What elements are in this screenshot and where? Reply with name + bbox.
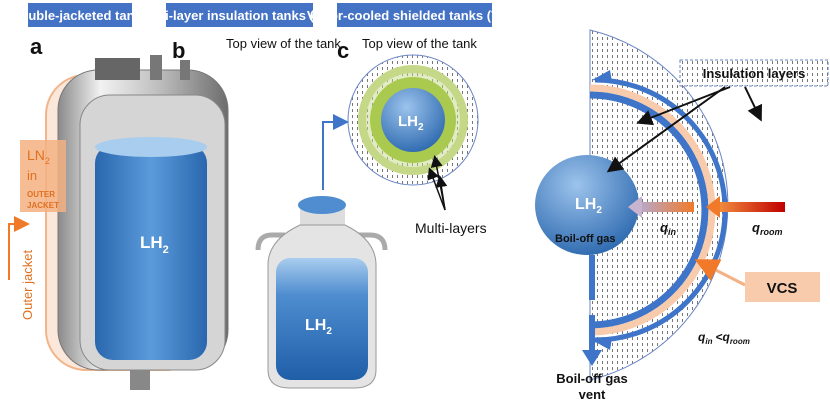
vcs-top-view: LH2 Boil-off gas: [535, 29, 785, 381]
top-view-label-c: Top view of the tank: [362, 36, 477, 51]
ln2-in-text: in: [27, 168, 37, 183]
vent-label-line1: Boil-off gas: [556, 371, 628, 386]
top-view-arrow: [322, 114, 349, 190]
q-room-label: qroom: [752, 220, 782, 237]
vent-label-line2: vent: [579, 387, 606, 402]
mli-top-view: LH2: [347, 54, 479, 186]
vcs-label: VCS: [694, 259, 820, 302]
ln2-outer-jacket-label: LN2 in OUTER JACKET: [20, 140, 66, 212]
insulation-layers-label: Insulation layers: [606, 59, 829, 173]
q-room-arrow: [720, 202, 785, 212]
multi-layers-label: Multi-layers: [415, 155, 487, 236]
lh2-label-b-top: LH2: [398, 113, 424, 133]
outer-jacket-text: Outer jacket: [20, 250, 35, 320]
panel-letter-c: c: [337, 38, 349, 63]
double-jacketed-tank: LH2: [45, 55, 229, 390]
header-text: Double-jacketed tanks: [11, 8, 149, 23]
header-text: Multi-layer insulation tanks (MLI): [138, 8, 340, 23]
lh2-label-b-can: LH2: [305, 317, 332, 337]
outer-jacket-label: Outer jacket: [8, 216, 35, 320]
insulation-layers-text: Insulation layers: [703, 66, 806, 81]
ln2-outer-text: OUTER: [27, 190, 55, 199]
lh2-label-a: LH2: [140, 233, 169, 256]
panel-letter-b: b: [172, 38, 185, 63]
header-mli: Multi-layer insulation tanks (MLI): [138, 3, 341, 27]
q-in-label: qin: [660, 220, 676, 237]
q-comparison-label: qin<qroom: [698, 330, 750, 346]
panel-letter-a: a: [30, 34, 43, 59]
boil-off-gas-label: Boil-off gas: [555, 233, 616, 245]
vcs-text: VCS: [767, 280, 798, 297]
ln2-jacket-text: JACKET: [27, 201, 59, 210]
ln2-text: LN2: [27, 147, 50, 166]
q-in-arrow: [642, 202, 694, 212]
multi-layers-text: Multi-layers: [415, 220, 487, 236]
lh2-label-c: LH2: [575, 196, 602, 216]
mli-can: LH2: [255, 196, 388, 389]
header-text: Vapor-cooled shielded tanks (VCS): [307, 8, 522, 23]
header-double-jacketed: Double-jacketed tanks: [11, 3, 149, 27]
header-vcs: Vapor-cooled shielded tanks (VCS): [307, 3, 522, 27]
top-view-label-b: Top view of the tank: [226, 36, 341, 51]
